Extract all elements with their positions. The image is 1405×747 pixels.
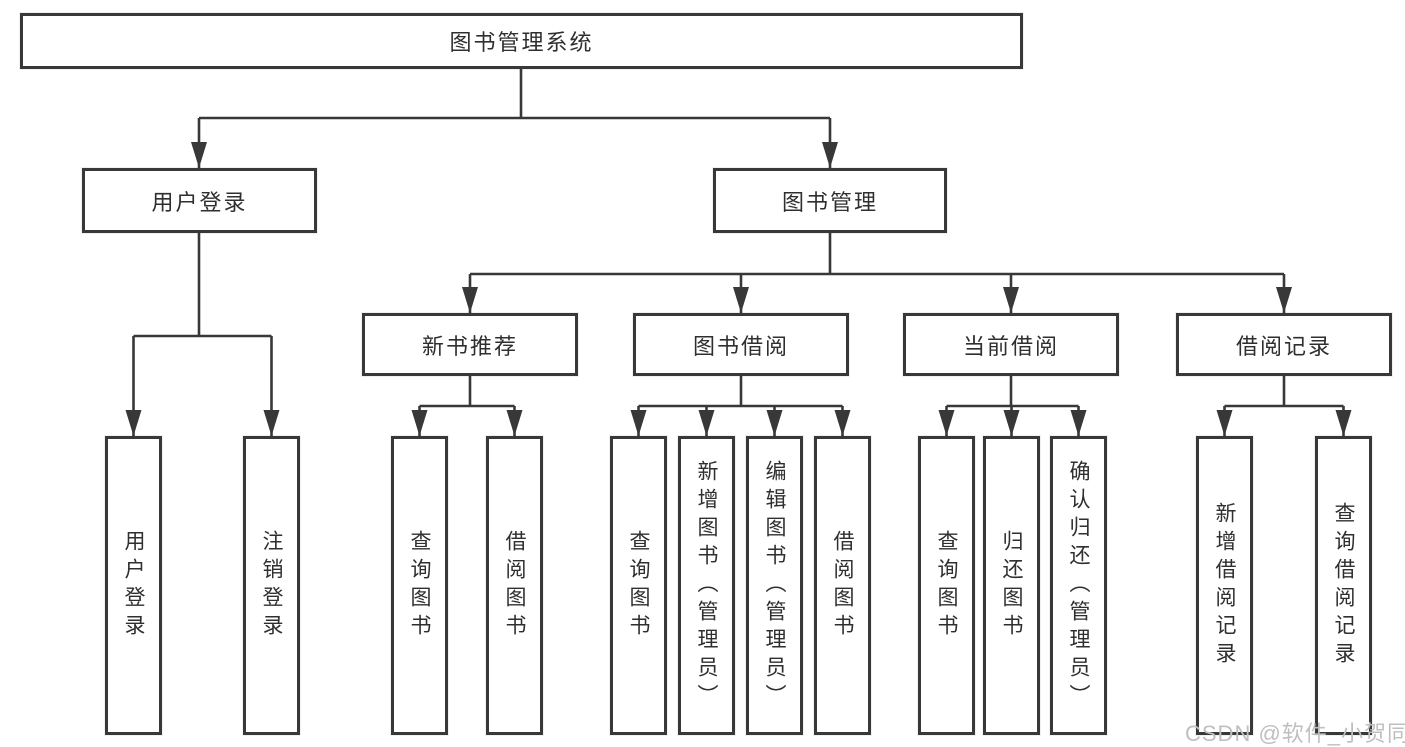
leaf-record-query-borrow-record: 查询借阅记录	[1315, 436, 1372, 735]
leaf-user-login: 用户登录	[105, 436, 162, 735]
leaf-recommend-query-books: 查询图书	[391, 436, 448, 735]
node-current-borrow: 当前借阅	[903, 313, 1119, 376]
leaf-current-query-books: 查询图书	[918, 436, 975, 735]
leaf-logout: 注销登录	[243, 436, 300, 735]
leaf-borrow-add-books-admin: 新增图书（管理员）	[678, 436, 735, 735]
node-book-management: 图书管理	[713, 168, 947, 233]
leaf-borrow-borrow-books: 借阅图书	[814, 436, 871, 735]
node-user-login: 用户登录	[82, 168, 317, 233]
node-root-library-system: 图书管理系统	[20, 13, 1023, 69]
leaf-current-confirm-return-admin: 确认归还（管理员）	[1050, 436, 1107, 735]
leaf-current-return-books: 归还图书	[983, 436, 1040, 735]
node-book-borrow: 图书借阅	[633, 313, 849, 376]
csdn-watermark: CSDN @软件_小贺同学	[1185, 721, 1405, 746]
leaf-borrow-query-books: 查询图书	[610, 436, 667, 735]
node-new-book-recommend: 新书推荐	[362, 313, 578, 376]
leaf-record-add-borrow-record: 新增借阅记录	[1196, 436, 1253, 735]
node-borrow-record: 借阅记录	[1176, 313, 1392, 376]
leaf-recommend-borrow-books: 借阅图书	[486, 436, 543, 735]
leaf-borrow-edit-books-admin: 编辑图书（管理员）	[746, 436, 803, 735]
